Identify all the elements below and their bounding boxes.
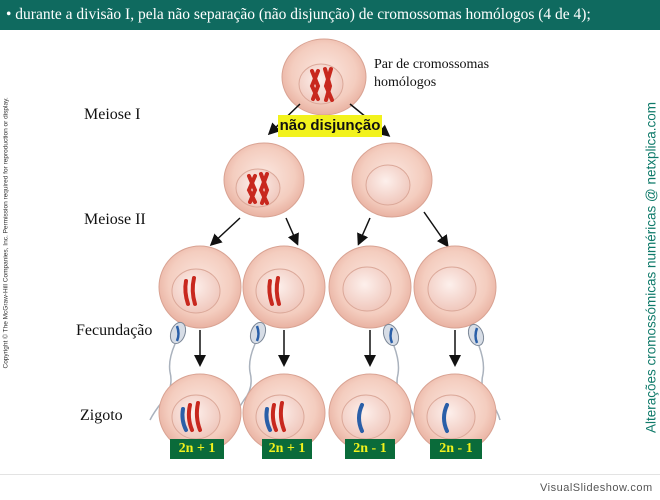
meiosis1-cell-right [351,142,433,218]
label-homologous-pair: Par de cromossomas homólogos [374,56,489,92]
side-caption: Alterações cromossómicas numéricas @ net… [641,100,660,440]
sperm-2 [233,321,267,421]
label-nao-disjuncao: não disjunção [278,115,382,137]
result-badge-2: 2n + 1 [262,439,312,459]
result-badge-1: 2n + 1 [170,439,224,459]
arrow-m2-4 [423,211,449,248]
gamete-3 [328,245,412,329]
copyright-text: Copyright © The McGraw-Hill Companies, I… [2,97,10,369]
label-zigoto: Zigoto [80,407,123,424]
arrow-m2-2 [285,217,299,246]
homologous-chromosomes [309,67,334,102]
side-caption-text: Alterações cromossómicas numéricas @ net… [643,101,659,434]
gamete-1 [158,245,242,329]
label-pair-line1: Par de cromossomas [374,57,490,72]
footer-divider [0,474,660,475]
zygote-3 [328,373,412,453]
label-meiose-1: Meiose I [84,106,141,123]
arrow-m2-3 [357,217,371,246]
meiosis1-cell-left [223,142,305,218]
footer-watermark: VisualSlideshow.com [540,482,653,494]
label-pair-line2: homólogos [374,75,437,90]
label-meiose-2: Meiose II [84,211,146,228]
copyright-notice: Copyright © The McGraw-Hill Companies, I… [1,97,11,370]
result-badge-4: 2n - 1 [430,439,482,459]
parent-cell [281,38,367,116]
gamete-4 [413,245,497,329]
label-fecundacao: Fecundação [76,322,153,339]
result-badge-3: 2n - 1 [345,439,395,459]
zygote-1 [158,373,242,453]
zygote-2 [242,373,326,453]
slide-header: • durante a divisão I, pela não separaçã… [0,0,660,30]
gamete-2 [242,245,326,329]
arrow-m2-1 [209,217,241,247]
